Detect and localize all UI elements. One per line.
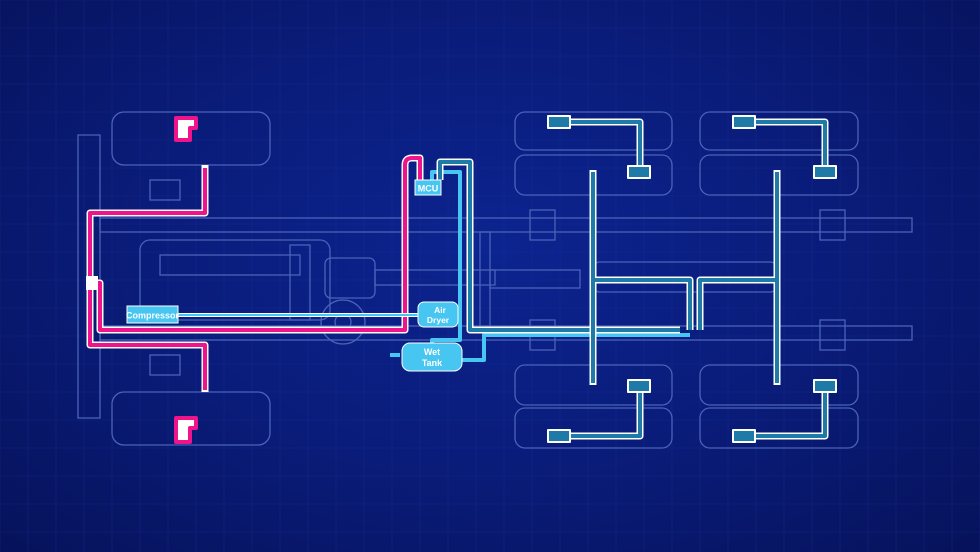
front-left-brake-chamber (174, 116, 198, 142)
air-dryer-label-1: Air (434, 305, 447, 315)
compressor: Compressor (126, 305, 180, 324)
rear-brake-circuit (436, 115, 837, 443)
supply-lines (178, 170, 690, 362)
rear-brake-chambers (547, 115, 837, 443)
mcu: MCU (414, 179, 442, 196)
front-right-brake-chamber (174, 416, 198, 444)
air-dryer-label-2: Dryer (427, 315, 450, 325)
front-brake-circuit (86, 116, 424, 444)
air-dryer: Air Dryer (417, 301, 459, 328)
compressor-label: Compressor (126, 311, 180, 321)
wet-tank-label-1: Wet (424, 347, 440, 357)
wet-tank-label-2: Tank (422, 358, 443, 368)
mcu-label: MCU (418, 184, 439, 194)
front-right-tire (111, 391, 271, 446)
front-left-tire (111, 111, 271, 166)
wet-tank: Wet Tank (401, 342, 463, 372)
